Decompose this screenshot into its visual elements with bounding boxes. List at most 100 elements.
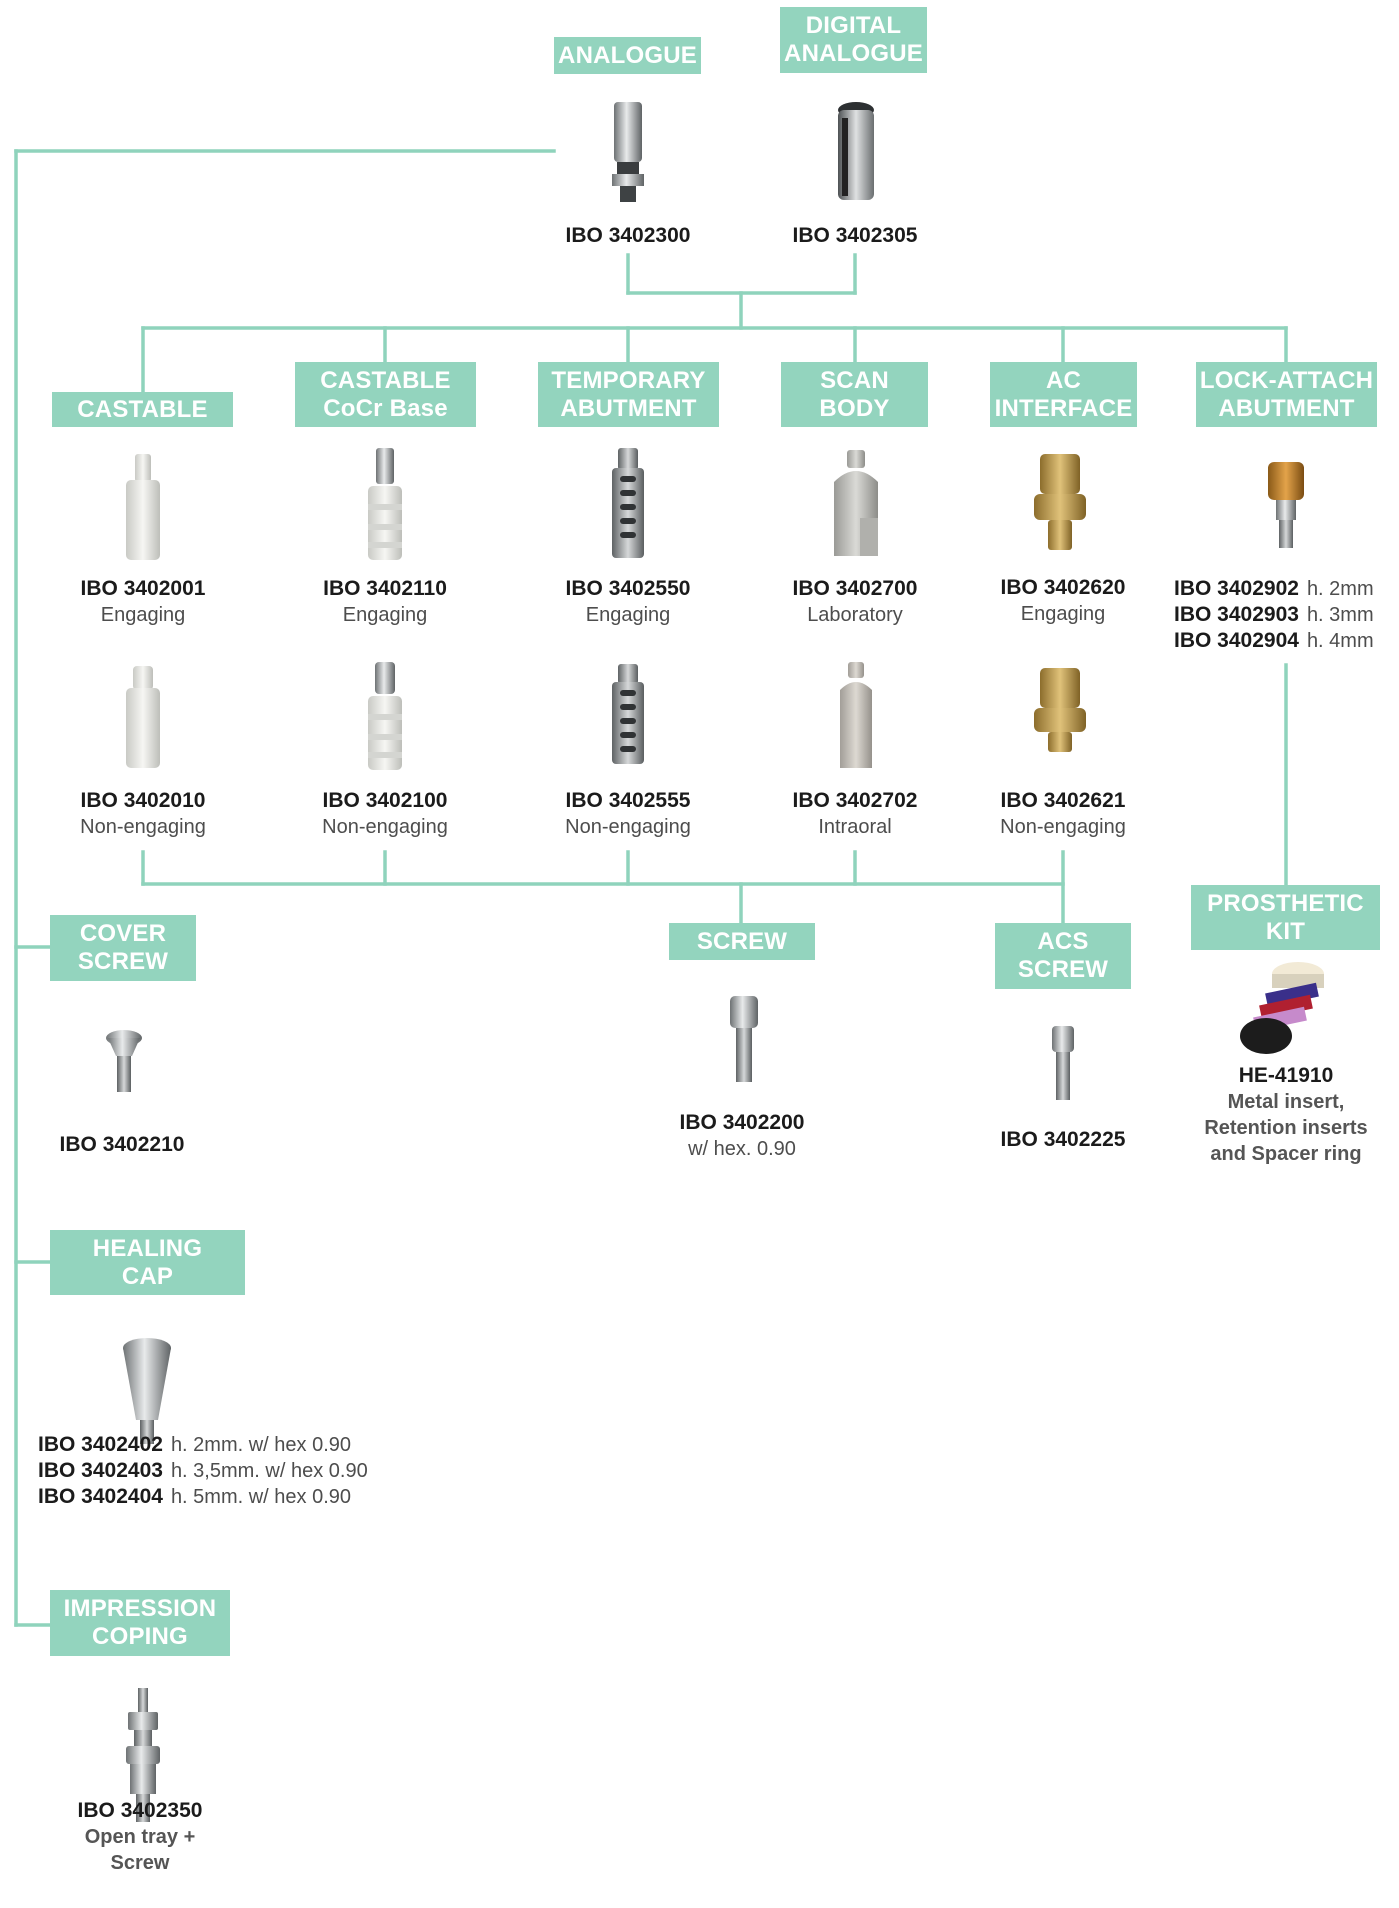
product-desc: Engaging — [585, 604, 671, 626]
product-code: IBO 3402620 — [1000, 576, 1126, 599]
product-digital-analogue: IBO 3402305 — [745, 222, 965, 249]
product-castable-non-engaging: IBO 3402010 Non-engaging — [33, 787, 253, 840]
tag-label: IMPRESSION — [63, 1595, 217, 1622]
product-size: h. 2mm. w/ hex 0.90 — [170, 1434, 352, 1456]
tag-label: DIGITAL — [805, 12, 902, 39]
product-desc: Open tray + — [84, 1826, 196, 1848]
tag-cover-screw: COVER SCREW — [50, 915, 196, 981]
product-size: h. 5mm. w/ hex 0.90 — [170, 1486, 352, 1508]
product-code: IBO 3402550 — [565, 577, 691, 600]
product-scan-body-laboratory: IBO 3402700 Laboratory — [745, 575, 965, 628]
tag-analogue: ANALOGUE — [554, 37, 701, 74]
product-code: HE-41910 — [1238, 1064, 1334, 1087]
product-code: IBO 3402225 — [1000, 1128, 1126, 1151]
product-cocr-engaging: IBO 3402110 Engaging — [275, 575, 495, 628]
product-cocr-non-engaging: IBO 3402100 Non-engaging — [275, 787, 495, 840]
product-size: h. 2mm — [1306, 578, 1374, 600]
product-temporary-engaging: IBO 3402550 Engaging — [518, 575, 738, 628]
product-code: IBO 3402305 — [792, 224, 918, 247]
digital-analogue-icon — [838, 102, 874, 200]
tag-label: CASTABLE — [77, 395, 208, 423]
tag-label: SCREW — [696, 927, 788, 955]
tag-label: INTERFACE — [994, 394, 1133, 422]
tag-label: ANALOGUE — [784, 40, 923, 67]
tag-label: CASTABLE — [320, 366, 451, 394]
temporary-abutment-icon — [612, 664, 644, 764]
lock-attach-abutment-icon — [1268, 462, 1304, 548]
castable-abutment-icon — [126, 454, 160, 560]
tag-label: CoCr Base — [323, 394, 448, 422]
product-size: h. 3mm — [1306, 604, 1374, 626]
tag-prosthetic-kit: PROSTHETIC KIT — [1191, 885, 1380, 950]
product-code: IBO 3402350 — [77, 1799, 203, 1822]
tag-label: PROSTHETIC — [1207, 889, 1364, 917]
impression-coping-icon — [126, 1688, 160, 1822]
product-desc: Non-engaging — [565, 816, 691, 838]
tag-label: ABUTMENT — [1218, 394, 1355, 422]
castable-abutment-icon — [126, 666, 160, 768]
product-code: IBO 3402903 — [1174, 603, 1299, 626]
product-code: IBO 3402902 — [1174, 577, 1299, 600]
product-code: IBO 3402110 — [323, 577, 447, 600]
tag-castable-cocr: CASTABLE CoCr Base — [295, 362, 476, 427]
product-desc: Engaging — [100, 604, 186, 626]
screw-icon — [730, 996, 758, 1082]
tag-label: LOCK-ATTACH — [1199, 366, 1374, 394]
product-code: IBO 3402001 — [80, 577, 206, 600]
product-acs-screw: IBO 3402225 — [953, 1126, 1173, 1153]
tag-label: SCREW — [1017, 956, 1109, 983]
product-code: IBO 3402904 — [1174, 629, 1299, 652]
product-desc: Screw — [110, 1852, 170, 1874]
ac-interface-icon — [1034, 454, 1086, 550]
tag-castable: CASTABLE — [52, 392, 233, 427]
tag-label: ABUTMENT — [560, 394, 697, 422]
cocr-base-icon — [368, 448, 402, 560]
scan-body-icon — [840, 662, 872, 768]
lock-attach-variant: IBO 3402902 h. 2mm — [1174, 575, 1374, 603]
tag-acs-screw: ACS SCREW — [995, 923, 1131, 989]
product-analogue: IBO 3402300 — [518, 222, 738, 249]
tag-label: SCAN — [820, 366, 889, 394]
product-cover-screw: IBO 3402210 — [12, 1131, 232, 1158]
tag-label: ANALOGUE — [558, 41, 697, 69]
tag-lock-attach-abutment: LOCK-ATTACH ABUTMENT — [1196, 362, 1377, 427]
product-size: h. 4mm — [1306, 630, 1374, 652]
product-code: IBO 3402100 — [322, 789, 448, 812]
product-desc: Retention inserts — [1204, 1117, 1368, 1139]
tag-label: CAP — [121, 1262, 174, 1290]
product-desc: Engaging — [1020, 603, 1106, 625]
product-code: IBO 3402010 — [80, 789, 206, 812]
product-ac-interface-non-engaging: IBO 3402621 Non-engaging — [953, 787, 1173, 840]
lock-attach-variant: IBO 3402904 h. 4mm — [1174, 627, 1374, 655]
scan-body-icon — [834, 450, 878, 556]
product-temporary-non-engaging: IBO 3402555 Non-engaging — [518, 787, 738, 840]
cover-screw-icon — [106, 1030, 142, 1092]
product-code: IBO 3402200 — [679, 1111, 805, 1134]
tag-label: SCREW — [77, 948, 169, 975]
analogue-icon — [612, 102, 644, 202]
tag-label: TEMPORARY — [551, 366, 706, 394]
product-code: IBO 3402300 — [565, 224, 691, 247]
tag-digital-analogue: DIGITAL ANALOGUE — [780, 7, 927, 73]
tag-ac-interface: AC INTERFACE — [990, 362, 1137, 427]
tag-scan-body: SCAN BODY — [781, 362, 928, 427]
product-desc: Laboratory — [807, 604, 903, 626]
tag-label: ACS — [1037, 928, 1089, 955]
product-code: IBO 3402555 — [565, 789, 691, 812]
product-code: IBO 3402621 — [1000, 789, 1126, 812]
product-code: IBO 3402402 — [38, 1433, 163, 1456]
tag-impression-coping: IMPRESSION COPING — [50, 1590, 230, 1656]
product-desc: Engaging — [342, 604, 428, 626]
lock-attach-variant: IBO 3402903 h. 3mm — [1174, 601, 1374, 629]
product-impression-coping: IBO 3402350 Open tray + Screw — [30, 1797, 250, 1876]
prosthetic-kit-icon — [1240, 962, 1324, 1054]
product-scan-body-intraoral: IBO 3402702 Intraoral — [745, 787, 965, 840]
product-size: h. 3,5mm. w/ hex 0.90 — [170, 1460, 368, 1482]
acs-screw-icon — [1052, 1026, 1074, 1100]
product-desc: and Spacer ring — [1210, 1143, 1362, 1165]
product-desc: Non-engaging — [322, 816, 448, 838]
tag-label: COVER — [79, 920, 167, 947]
